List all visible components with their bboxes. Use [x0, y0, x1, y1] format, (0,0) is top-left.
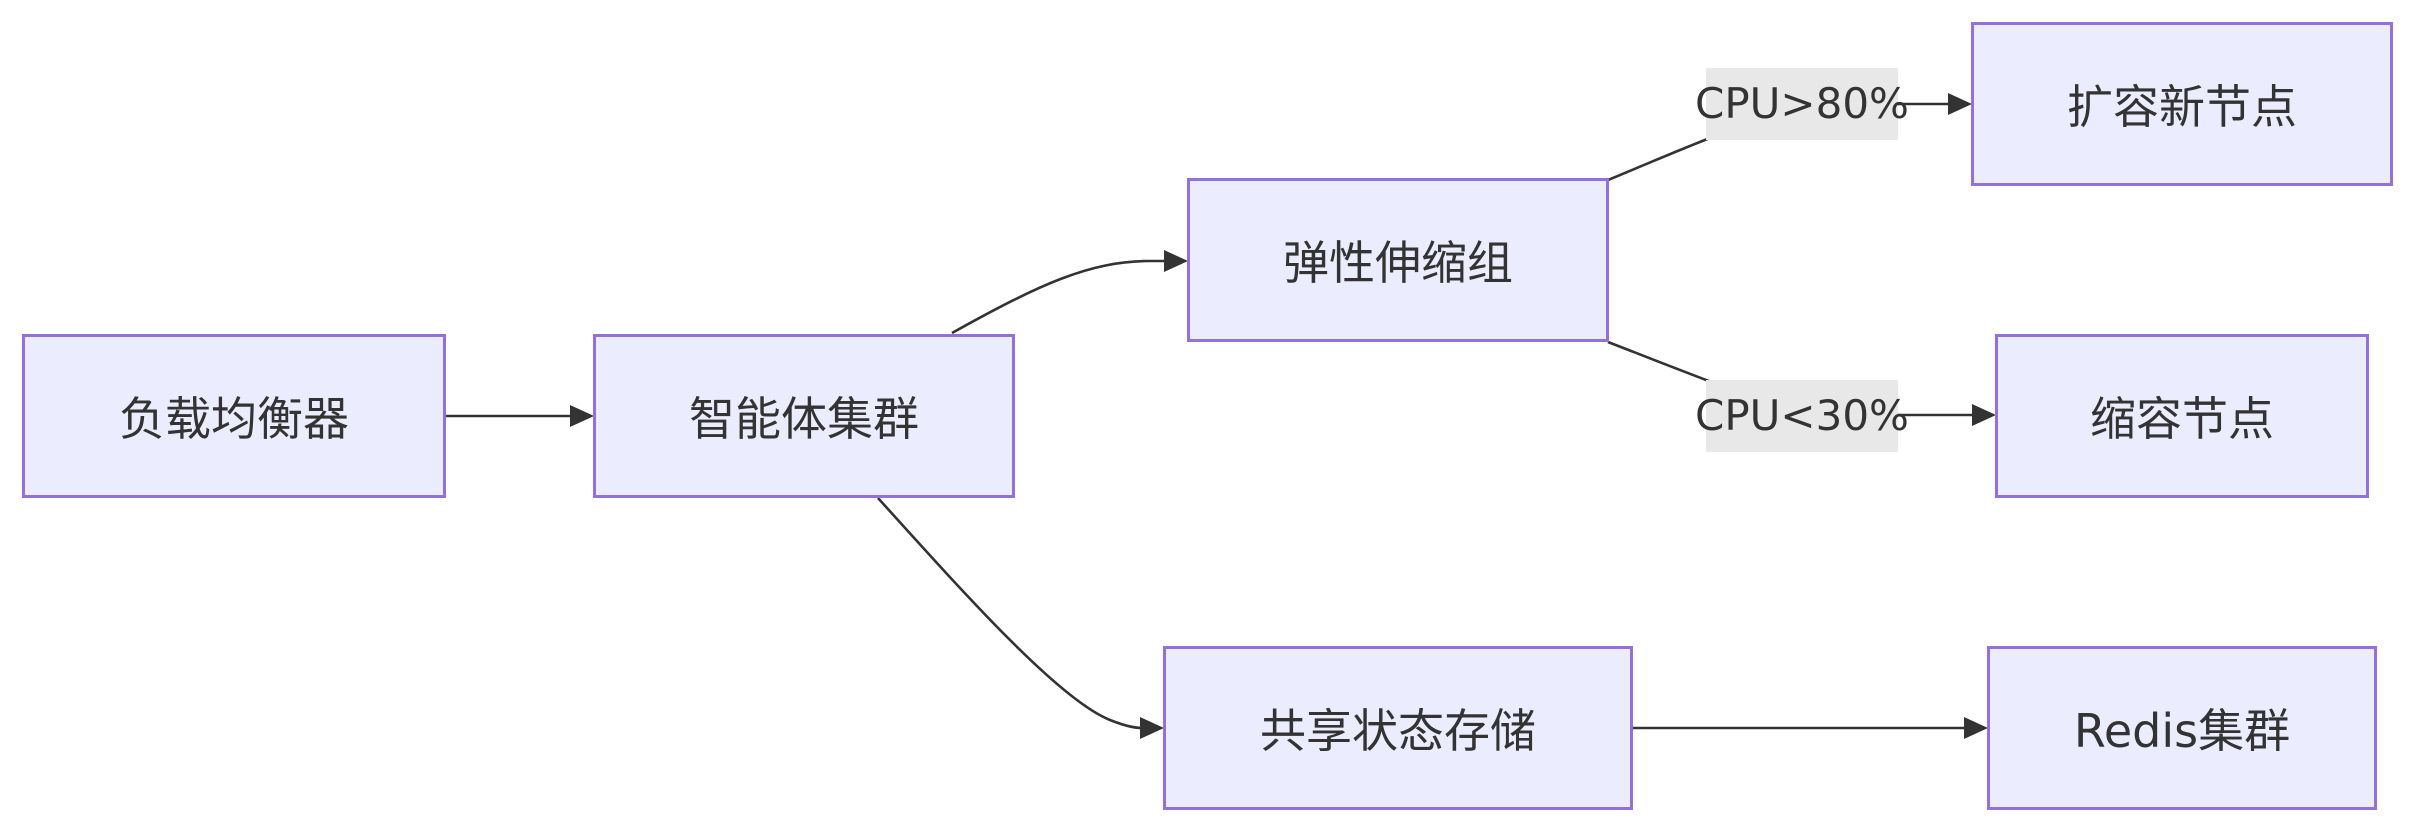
node-label: 共享状态存储	[1260, 704, 1536, 758]
edge-cluster-to-elastic-group	[951, 259, 1166, 335]
node-shared-state-storage[interactable]: 共享状态存储	[1163, 646, 1633, 810]
node-label: 智能体集群	[689, 392, 919, 446]
node-label: 弹性伸缩组	[1283, 236, 1513, 290]
arrowhead-icon	[570, 405, 594, 427]
node-agent-cluster[interactable]: 智能体集群	[593, 334, 1015, 498]
edge-cluster-to-shared-state	[877, 497, 1143, 730]
node-elastic-scaling-group[interactable]: 弹性伸缩组	[1187, 178, 1609, 342]
arrowhead-icon	[1140, 717, 1164, 739]
node-label: Redis集群	[2073, 704, 2291, 758]
node-label: 负载均衡器	[119, 392, 349, 446]
arrowhead-icon	[1164, 250, 1188, 272]
node-scale-in[interactable]: 缩容节点	[1995, 334, 2369, 498]
node-label: 扩容新节点	[2067, 80, 2297, 134]
arrowhead-icon	[1948, 93, 1972, 115]
arrowhead-icon	[1964, 717, 1988, 739]
node-redis-cluster[interactable]: Redis集群	[1987, 646, 2377, 810]
node-label: 缩容节点	[2090, 392, 2274, 446]
arrowhead-icon	[1972, 404, 1996, 426]
node-scale-out[interactable]: 扩容新节点	[1971, 22, 2393, 186]
edge-label-cpu-high: CPU>80%	[1695, 68, 1909, 140]
edge-label-cpu-low: CPU<30%	[1695, 380, 1909, 452]
node-load-balancer[interactable]: 负载均衡器	[22, 334, 446, 498]
